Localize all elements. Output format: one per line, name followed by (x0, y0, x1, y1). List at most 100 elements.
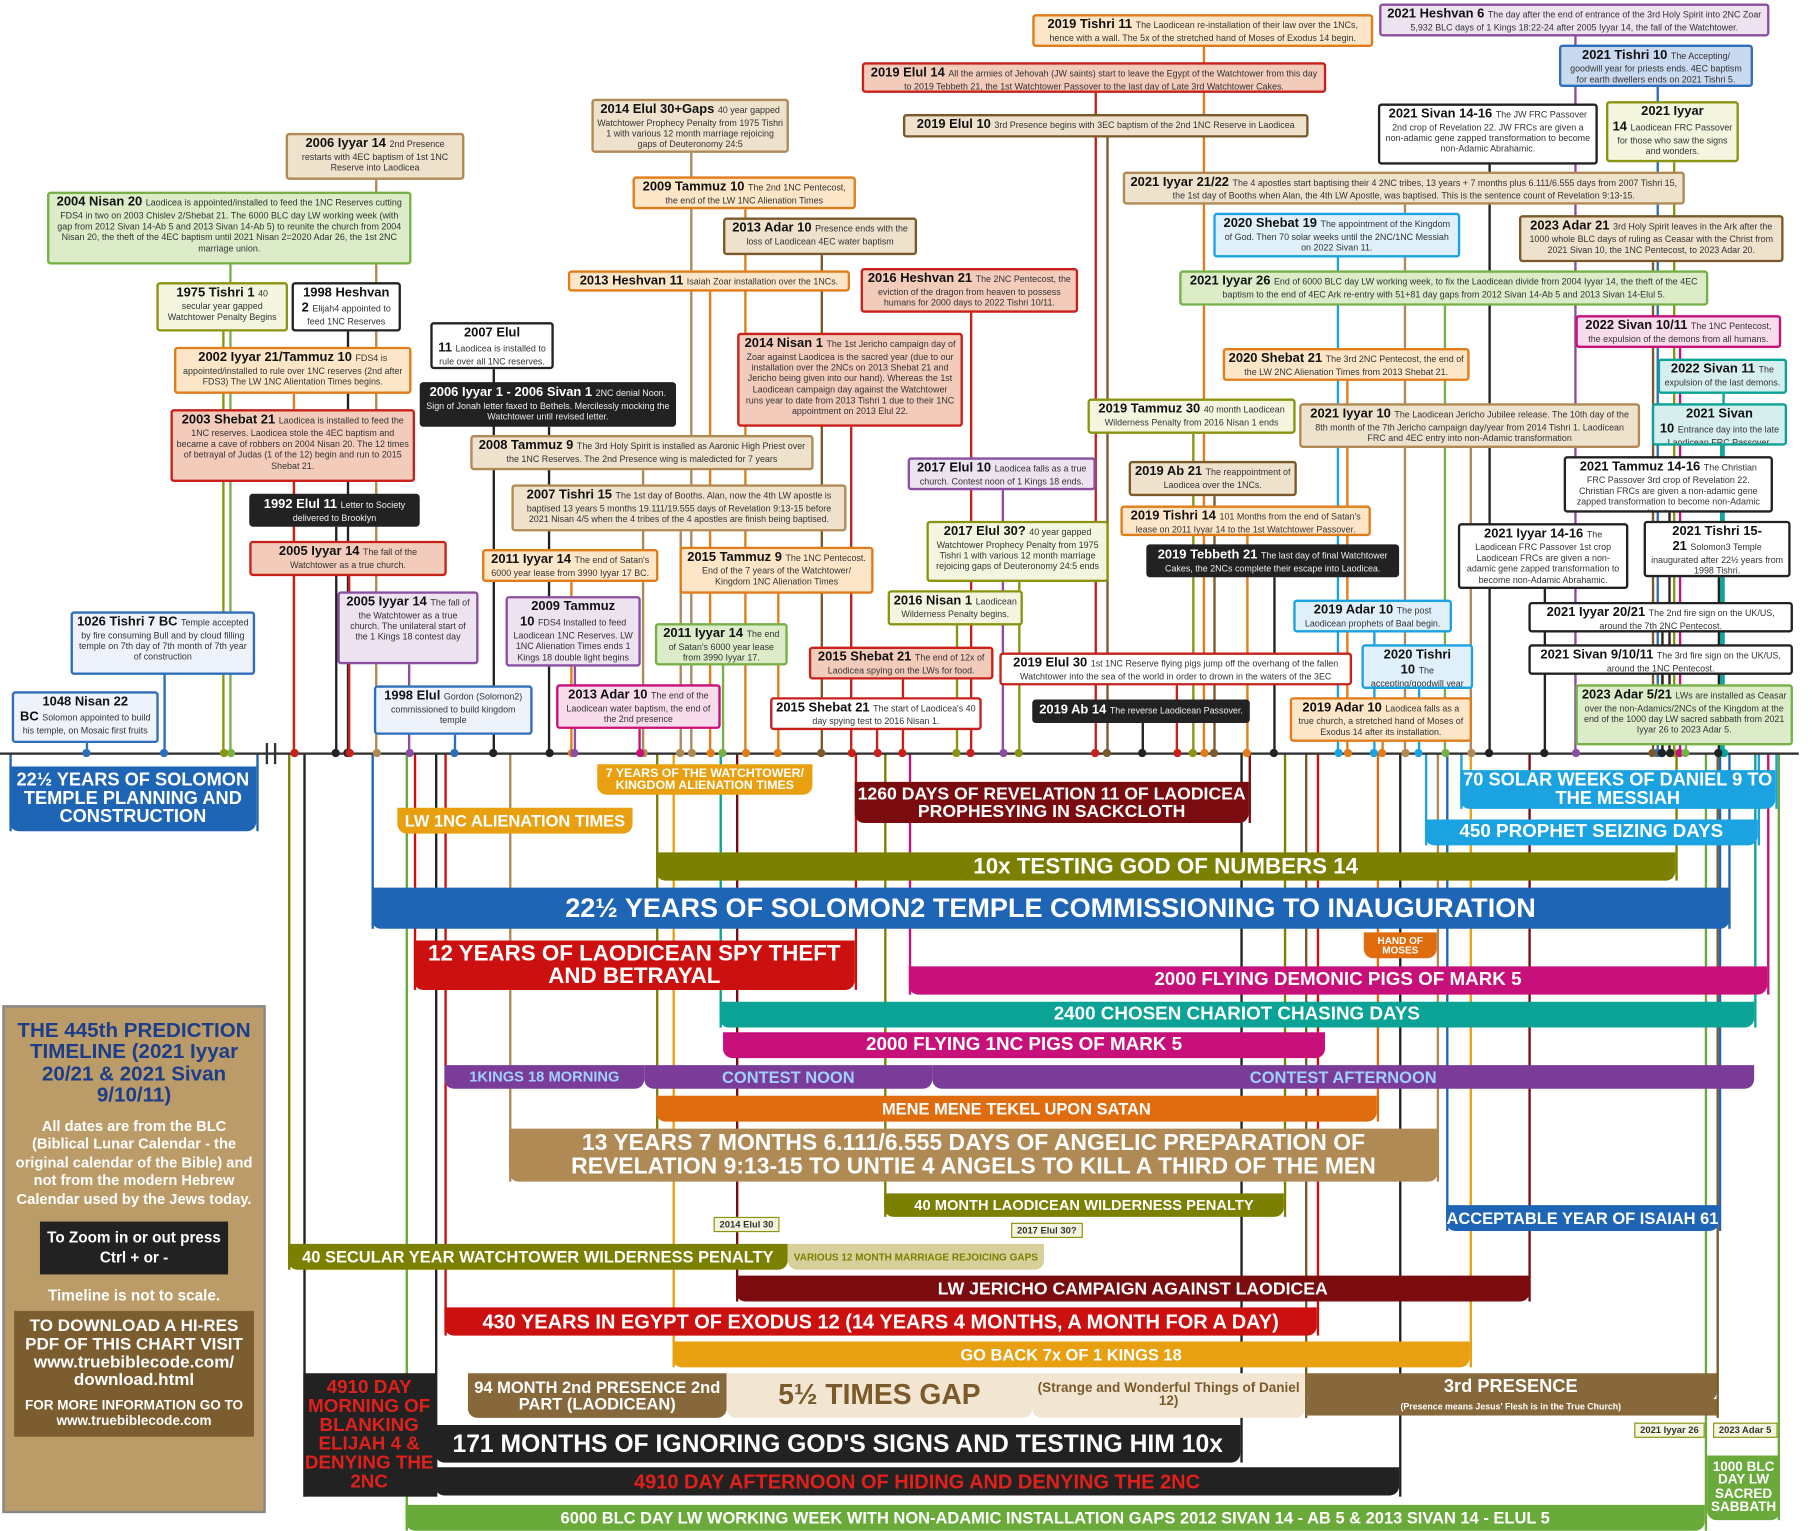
timeline-date-marker (635, 748, 644, 758)
callout-text: Letter to Society delivered to Brooklyn (292, 499, 406, 524)
period-bar: ACCEPTABLE YEAR OF ISAIAH 61 (1446, 1205, 1719, 1231)
period-bar: HAND OF MOSES (1363, 932, 1437, 959)
connector-line (721, 665, 724, 754)
timeline-date-marker (1369, 748, 1378, 758)
connector-line (875, 730, 879, 754)
callout-date: 2007 Elul 11 (438, 325, 521, 356)
callout-date: 2020 Shebat 19 (1223, 216, 1317, 231)
callout-date: 2021 Iyyar 20/21 (1546, 605, 1646, 620)
timeline-date-marker (1209, 748, 1219, 758)
timeline-date-marker (1400, 748, 1410, 758)
panel-title: THE 445th PREDICTION TIMELINE (2021 Iyya… (17, 1018, 251, 1107)
date-callout: 2017 Elul 30?40 year gapped Watchtower P… (926, 520, 1109, 582)
download-link[interactable]: TO DOWNLOAD A HI-RES PDF OF THIS CHART V… (25, 1317, 243, 1390)
panel-disclaimer: All dates are from the BLC (Biblical Lun… (15, 1117, 253, 1208)
callout-text: Presence ends with the loss of Laodicean… (746, 223, 908, 248)
callout-text: The JW FRC Passover 2nd crop of Revelati… (1385, 109, 1591, 155)
callout-date: 2019 Adar 10 (1302, 700, 1382, 715)
callout-text: Laodicea is installed to rule over all 1… (439, 343, 546, 368)
connector-line (1372, 632, 1375, 754)
callout-text: LWs are installed as Ceasar over the non… (1583, 690, 1787, 736)
connector-line (547, 426, 551, 754)
more-info-link[interactable]: FOR MORE INFORMATION GO TO www.truebible… (24, 1399, 244, 1429)
timeline-date-marker (1665, 748, 1674, 758)
period-bar: 450 PROPHET SEIZING DAYS (1424, 819, 1758, 846)
timeline-date-marker (952, 748, 961, 758)
callout-date: 2015 Shebat 21 (776, 700, 870, 715)
callout-text: Entrance day into the late Laodicean FRC… (1667, 424, 1780, 446)
connector-line (371, 753, 374, 929)
connector-line (1399, 753, 1402, 1497)
connector-line (405, 753, 408, 1531)
timeline-date-marker (159, 748, 169, 758)
connector-line (744, 209, 747, 754)
callout-text: Solomon appointed to build his temple, o… (22, 712, 151, 737)
connector-line (435, 753, 438, 1497)
callout-date: 2019 Tammuz 30 (1098, 402, 1201, 417)
callout-date: 2017 Elul 30? (943, 524, 1026, 539)
connector-line (1105, 137, 1109, 754)
callout-date: 2021 Tishri 15-21 (1672, 524, 1762, 554)
period-bar: 171 MONTHS OF IGNORING GOD'S SIGNS AND T… (435, 1424, 1241, 1463)
period-bar: 22½ YEARS OF SOLOMON2 TEMPLE COMMISSIONI… (371, 887, 1730, 929)
connector-line (1754, 753, 1757, 1028)
connector-line (444, 753, 447, 1336)
callout-text: Laodicean Wilderness Penalty begins. (901, 596, 1017, 620)
callout-text: 40 secular year gapped Watchtower Penalt… (167, 288, 277, 323)
axis-break-mark (265, 743, 269, 765)
callout-date: 2009 Tammuz 10 (642, 179, 745, 194)
callout-date: 2002 Iyyar 21/Tammuz 10 (198, 350, 352, 365)
callout-date: 2016 Nisan 1 (893, 593, 973, 608)
timeline-date-marker (1414, 748, 1423, 758)
period-bar: 40 SECULAR YEAR WATCHTOWER WILDERNESS PE… (288, 1243, 788, 1270)
connector-line (222, 331, 225, 754)
connector-line (1767, 753, 1770, 995)
timeline-date-marker (718, 748, 727, 758)
connector-line (453, 734, 456, 754)
callout-date: 2013 Heshvan 11 (579, 273, 684, 289)
timeline-date-marker (1333, 748, 1343, 758)
timeline-date-marker (1172, 748, 1181, 758)
timeline-date-marker (1653, 748, 1662, 758)
connector-line (1424, 753, 1428, 846)
timeline-date-marker (1102, 748, 1112, 758)
timeline-date-marker (706, 748, 715, 758)
period-bar: 1000 BLC DAY LW SACRED SABBATH (1707, 1455, 1781, 1521)
timeline-date-marker (1188, 748, 1197, 758)
callout-text: The end of the Laodicean water baptism, … (566, 690, 711, 725)
callout-date: 2021 Iyyar 21/22 (1130, 175, 1229, 190)
callout-date: 2005 Iyyar 14 (278, 544, 360, 559)
period-bar: 2400 CHOSEN CHARIOT CHASING DAYS (719, 1001, 1755, 1028)
callout-text: The end of Satan's 6000 year lease from … (491, 554, 650, 579)
connector-line (162, 674, 166, 754)
timeline-date-marker (1675, 748, 1684, 758)
callout-text: The 2NC Pentecost, the eviction of the d… (878, 273, 1071, 309)
callout-date: 2021 Tammuz 14-16 (1579, 459, 1701, 474)
callout-date: 2021 Sivan 9/10/11 (1540, 647, 1654, 662)
timeline-date-marker (570, 748, 579, 758)
period-bar: CONTEST NOON (644, 1065, 933, 1089)
timeline-date-marker (1091, 748, 1100, 758)
period-bar: 430 YEARS IN EGYPT OF EXODUS 12 (14 YEAR… (444, 1307, 1317, 1336)
info-panel: THE 445th PREDICTION TIMELINE (2021 Iyya… (2, 1005, 266, 1514)
connector-line (303, 753, 306, 1497)
connector-line (955, 625, 958, 754)
period-bar: 6000 BLC DAY LW WORKING WEEK WITH NON-AD… (405, 1504, 1705, 1531)
